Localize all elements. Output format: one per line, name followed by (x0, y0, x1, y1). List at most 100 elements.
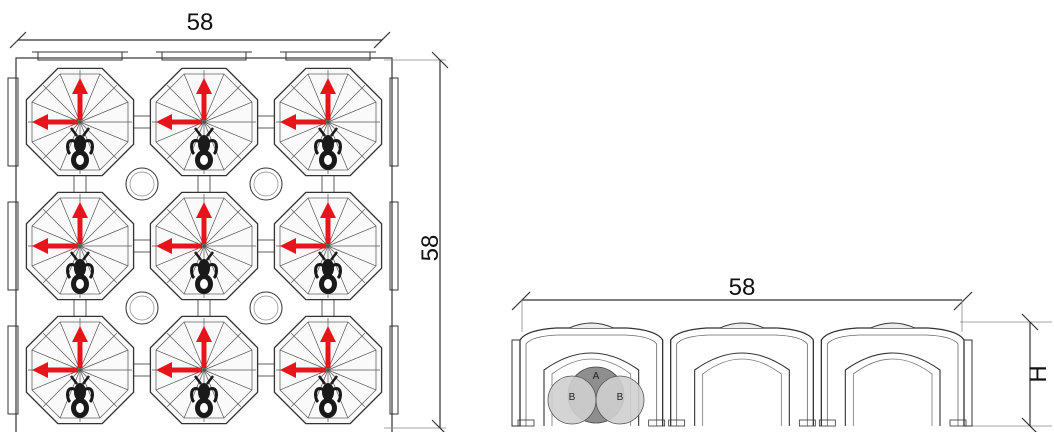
cell-spoke (203, 121, 225, 171)
top-edge-tab (285, 51, 371, 61)
spider-base-hole (324, 155, 332, 165)
side-end-cap-right (963, 339, 973, 427)
arrow-up-icon (320, 326, 336, 368)
arrow-left-head (280, 362, 296, 378)
spider-leg (194, 251, 202, 261)
arch-foot (648, 419, 666, 427)
left-edge-tab (7, 77, 19, 167)
side-view (511, 291, 1052, 432)
spider-clip-icon (314, 375, 342, 418)
side-height-dim-tick (1021, 313, 1039, 331)
cell-spoke (155, 121, 205, 143)
arrow-left-icon (156, 114, 202, 130)
arch-opening-inner (702, 358, 782, 426)
spider-body (74, 135, 86, 153)
junction-ring (249, 291, 283, 325)
spider-leg (314, 263, 325, 280)
cell-spoke (290, 369, 329, 408)
arrow-up-head (72, 78, 88, 94)
cell-spoke (59, 73, 81, 123)
circle-b-left-label: B (569, 392, 576, 403)
top-edge-tab (161, 51, 247, 61)
arrow-up-icon (196, 202, 212, 244)
cell-spoke (327, 121, 349, 171)
arrow-up-head (320, 326, 336, 342)
side-width-dim-tick (511, 291, 531, 311)
cell-spoke (183, 197, 205, 247)
spider-clip-icon (190, 127, 218, 170)
top-width-dim-tick (9, 31, 27, 49)
cell-spoke (166, 208, 205, 247)
spider-leg (206, 251, 214, 261)
junction-ring-inner (129, 295, 155, 321)
cell-spoke (79, 121, 129, 143)
spider-clip-icon (66, 375, 94, 418)
spider-clip-icon (66, 251, 94, 294)
cell-spoke (31, 101, 81, 123)
cell-spoke (183, 245, 205, 295)
cell-spoke (327, 73, 349, 123)
arrow-up-icon (196, 78, 212, 120)
arch-top-bump (569, 322, 614, 329)
spider-leg (83, 387, 94, 404)
arrow-up-head (320, 202, 336, 218)
grid-cell (25, 191, 135, 301)
cell-spoke (203, 225, 253, 247)
circle-a-label: A (593, 371, 600, 382)
cell-spoke (327, 208, 366, 247)
arch-top-bump (719, 322, 765, 329)
cell-spoke (279, 245, 329, 267)
arrow-up-head (72, 202, 88, 218)
arrow-up-icon (320, 78, 336, 120)
arch-outer (820, 327, 965, 426)
spider-leg (70, 375, 78, 385)
arrow-left-head (32, 238, 48, 254)
junction-ring-inner (253, 295, 279, 321)
cell-spoke (203, 349, 253, 371)
spider-base-hole (324, 403, 332, 413)
cell-spoke (59, 245, 81, 295)
cell-spoke (79, 369, 101, 419)
spider-base-hole (200, 403, 208, 413)
junction-ring-inner (253, 171, 279, 197)
cell-spoke (279, 349, 329, 371)
arrow-left-head (156, 362, 172, 378)
cell-spoke (327, 245, 366, 284)
cell-spoke (279, 101, 329, 123)
cell-spoke (79, 225, 129, 247)
side-height-dim-tick (1021, 417, 1037, 432)
grid-cell (25, 315, 135, 425)
side-width-label: 58 (729, 274, 756, 301)
cell-spoke (79, 121, 118, 160)
cell-spoke (79, 321, 101, 371)
arrow-left-icon (32, 238, 78, 254)
spider-body (74, 259, 86, 277)
grid-cell (273, 67, 383, 177)
cell-spoke (183, 73, 205, 123)
grid-cell (149, 315, 259, 425)
cell-spoke (166, 84, 205, 123)
cell-spoke (31, 349, 81, 371)
arrow-up-icon (196, 326, 212, 368)
cell-spoke (327, 84, 366, 123)
cell-spoke (79, 245, 118, 284)
cell-spoke (42, 369, 81, 408)
cell-spoke (203, 197, 225, 247)
spider-leg (70, 251, 78, 261)
spider-clip-icon (314, 127, 342, 170)
left-edge-tab (7, 325, 19, 415)
grid-cell (25, 67, 135, 177)
spider-leg (330, 251, 338, 261)
spider-base-hole (76, 279, 84, 289)
spider-leg (83, 139, 94, 156)
cell-spoke (203, 369, 253, 391)
arrow-left-head (32, 114, 48, 130)
cell-spoke (279, 225, 329, 247)
spider-leg (66, 263, 77, 280)
cell-spoke (327, 369, 366, 408)
arch-opening (844, 352, 941, 426)
spider-body (322, 259, 334, 277)
cell-spoke (203, 73, 225, 123)
